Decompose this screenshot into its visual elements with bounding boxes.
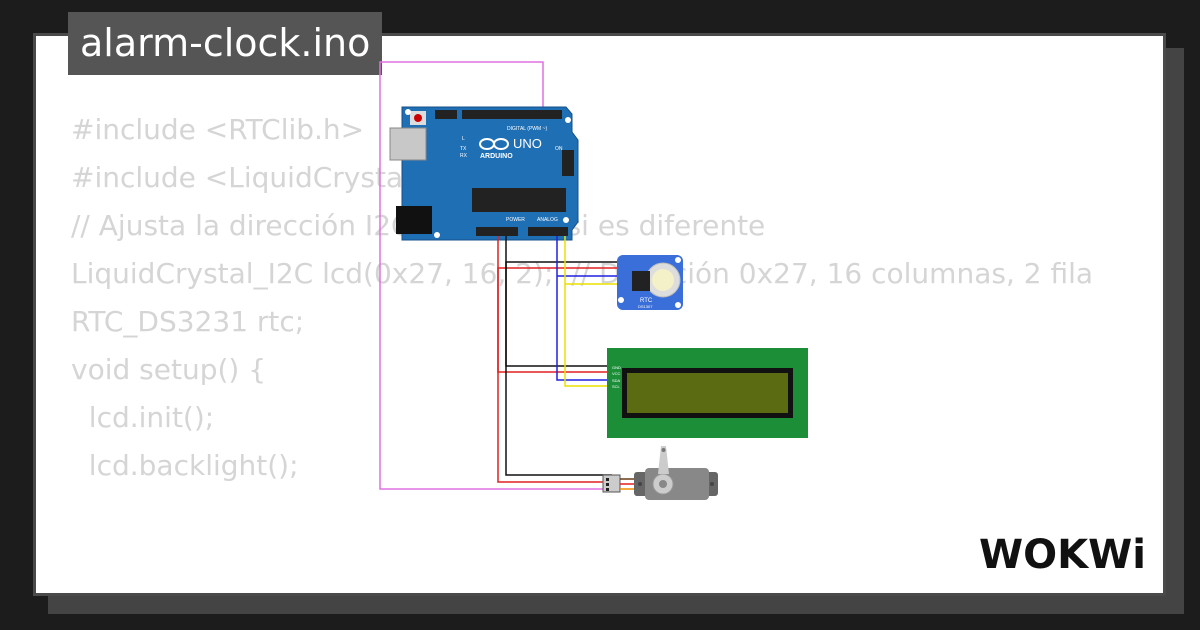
arduino-brand-label: ARDUINO [480, 153, 513, 160]
lcd-pin-label: GND [612, 365, 621, 370]
tx-label: TX [460, 146, 467, 152]
analog-label: ANALOG [537, 217, 558, 223]
on-label: ON [555, 146, 563, 152]
lcd-pin-label: SDA [612, 378, 621, 383]
code-line: #include <RTClib.h> [71, 113, 365, 146]
code-line: RTC_DS3231 rtc; [71, 305, 305, 338]
power-label: POWER [506, 217, 525, 223]
project-title: alarm-clock.ino [68, 12, 383, 75]
rtc-module[interactable]: RTC DS1307 [617, 255, 683, 310]
arduino-logo-icon [479, 138, 509, 150]
servo-motor[interactable] [602, 446, 718, 500]
arduino-uno[interactable]: UNO ARDUINO DIGITAL (PWM ~) POWER ANALOG… [389, 106, 579, 241]
code-background: #include <RTClib.h>#include <LiquidCryst… [71, 106, 1093, 490]
rx-label: RX [460, 153, 468, 159]
lcd-display[interactable]: GND VCC SDA SCL [607, 348, 808, 438]
wire-pink [379, 61, 612, 490]
wire-blue [556, 236, 622, 381]
wire-yellow [564, 236, 622, 387]
rtc-label: RTC [640, 298, 653, 304]
rtc-sub-label: DS1307 [638, 304, 653, 309]
usb-port [389, 127, 427, 161]
digital-label: DIGITAL (PWM ~) [507, 126, 547, 132]
atmega-chip [472, 188, 566, 212]
code-line: void setup() { [71, 353, 267, 386]
wokwi-logo: WOKWi [979, 532, 1146, 578]
power-jack [396, 206, 432, 234]
code-line: lcd.init(); [71, 401, 215, 434]
power-header [476, 227, 518, 236]
wire-black [505, 236, 622, 476]
l-label: L [462, 136, 465, 142]
preview-card: #include <RTClib.h>#include <LiquidCryst… [33, 33, 1166, 596]
uno-label: UNO [513, 136, 542, 151]
lcd-pin-label: SCL [612, 384, 621, 389]
code-line: lcd.backlight(); [71, 449, 299, 482]
wire-red [497, 236, 622, 483]
digital-header [462, 110, 562, 119]
lcd-pin-label: VCC [612, 371, 621, 376]
analog-header [528, 227, 568, 236]
wokwi-logo-text: WOKWi [979, 532, 1146, 578]
